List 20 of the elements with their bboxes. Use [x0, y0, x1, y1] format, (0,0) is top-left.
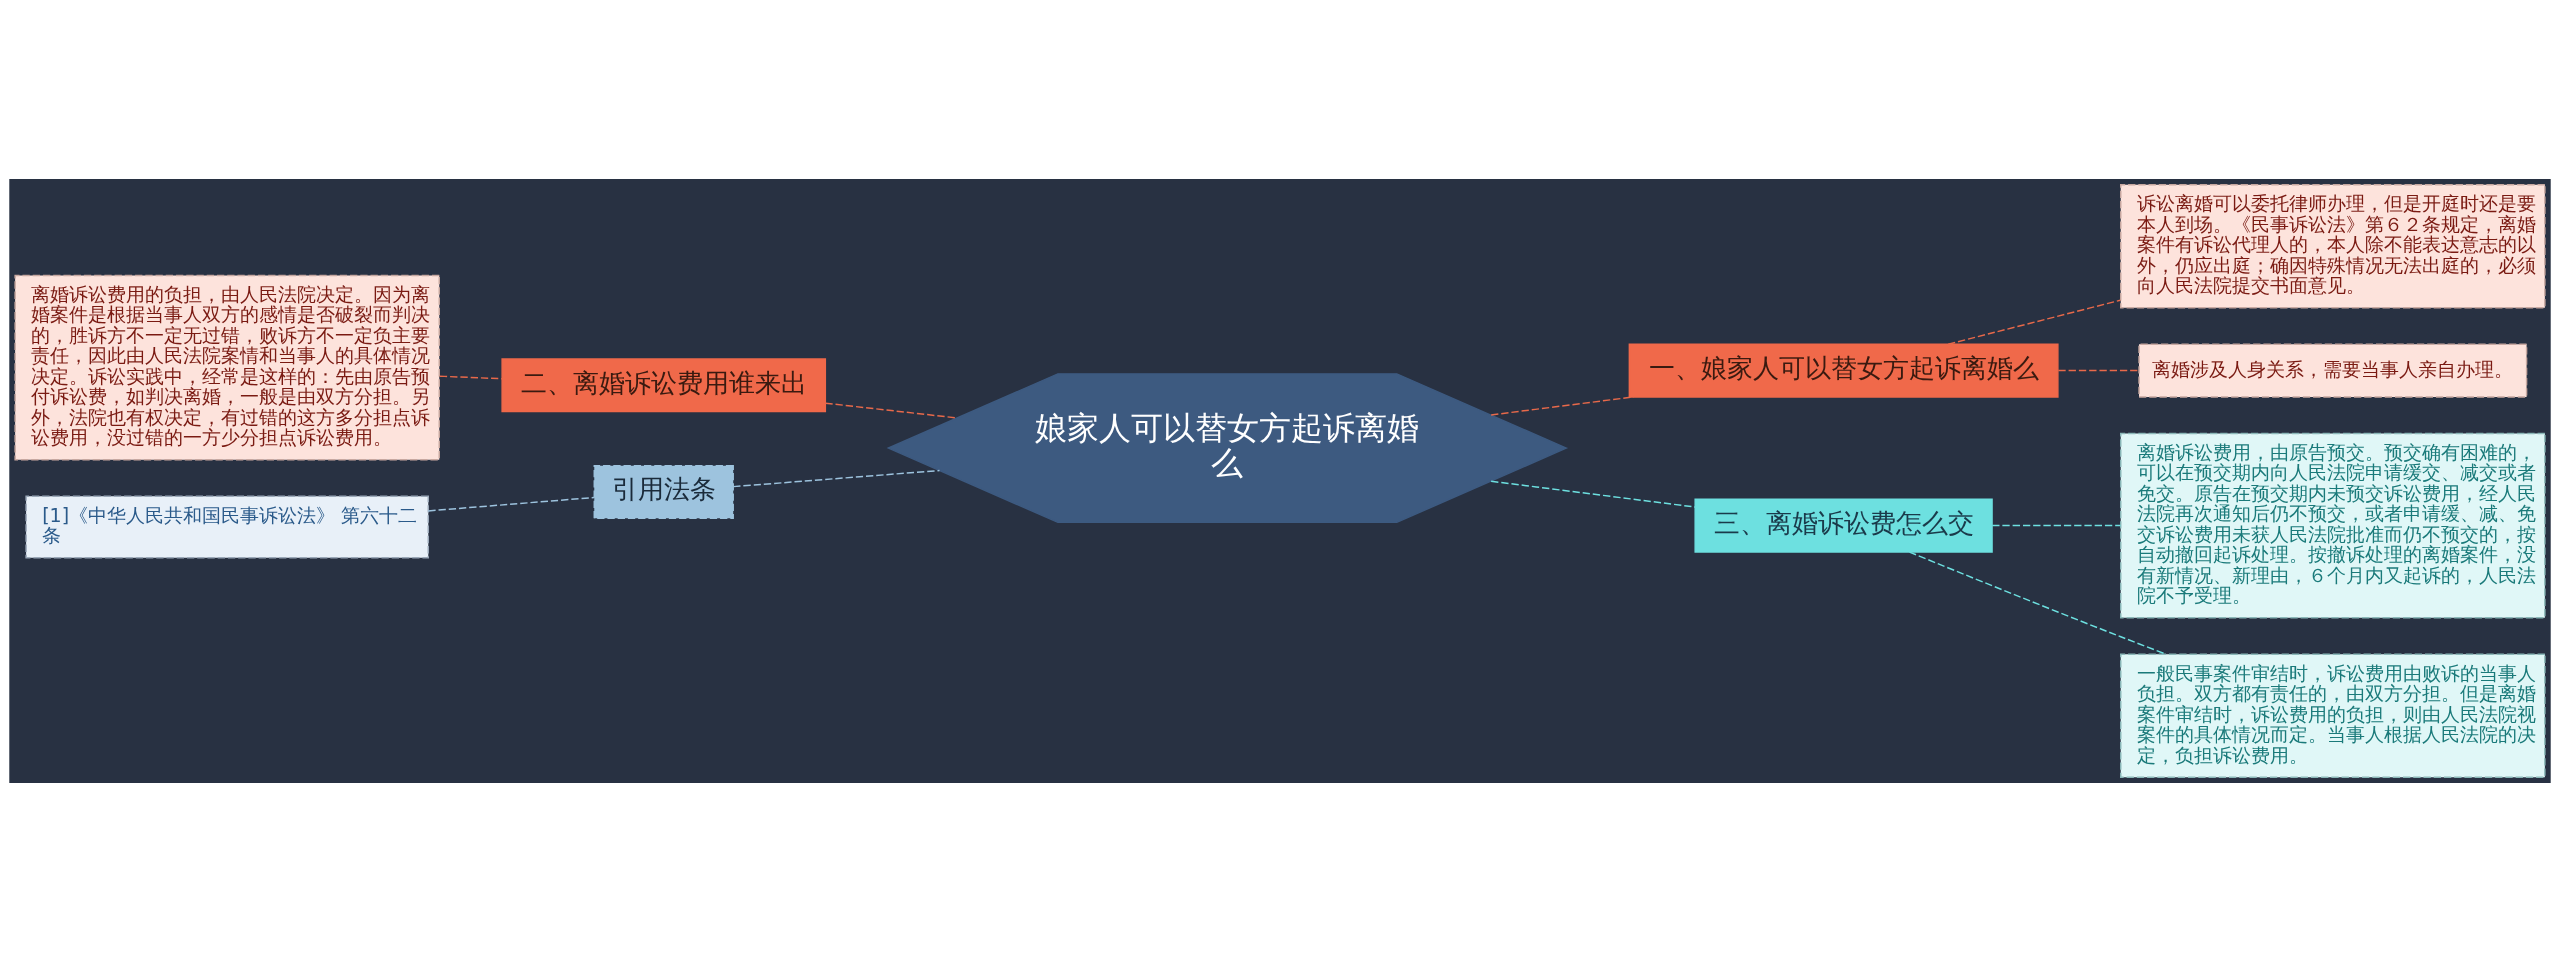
connector [1947, 299, 2121, 345]
node-box: 离婚诉讼费用，由原告预交。预交确有困难的，可以在预交期内向人民法院申请缓交、减交或者免交。原告在预交期内未预交诉讼费用，经人民法院再次通知后仍不预交，或者申请缓、减、免交诉讼费用未获人民法院批准而仍不预交的，按自动撤回起诉处理。按撤诉处理的离婚案件，没有新情况、新理由，６个月内又起诉的，人民法院不予受理。 [2120, 432, 2546, 618]
connector [732, 469, 941, 487]
node-box: 引用法条 [593, 464, 734, 519]
node-box: 三、离婚诉讼费怎么交 [1694, 498, 1993, 553]
node-box: 一般民事案件审结时，诉讼费用由败诉的当事人负担。双方都有责任的，由双方分担。但是离婚案件审结时，诉讼费用的负担，则由人民法院视案件的具体情况而定。当事人根据人民法院的决定，负担诉讼费用。 [2120, 653, 2546, 778]
connector [1490, 395, 1635, 416]
node-box: 二、离婚诉讼费用谁来出 [501, 357, 827, 412]
node-box: 诉讼离婚可以委托律师办理，但是开庭时还是要本人到场。《民事诉讼法》第６２条规定，离婚案件有诉讼代理人的，本人除不能表达意志的以外，仍应出庭；确因特殊情况无法出庭的，必须向人民法院提交书面意见。 [2120, 183, 2546, 308]
node-box: 一、娘家人可以替女方起诉离婚么 [1628, 343, 2059, 398]
connector [1991, 524, 2122, 526]
connector [1908, 550, 2167, 655]
connector [2057, 369, 2140, 371]
node-box: 离婚涉及人身关系，需要当事人亲自办理。 [2138, 343, 2528, 398]
connector [1490, 480, 1696, 508]
connector [824, 401, 958, 419]
node-box: [1]《中华人民共和国民事诉讼法》 第六十二条 [25, 495, 429, 558]
node-box: 离婚诉讼费用的负担，由人民法院决定。因为离婚案件是根据当事人双方的感情是否破裂而判决的，胜诉方不一定无过错，败诉方不一定负主要责任，因此由人民法院案情和当事人的具体情况决定。诉讼实践中，经常是这样的：先由原告预付诉讼费，如判决离婚，一般是由双方分担。另外，法院也有权决定，有过错的这方多分担点诉讼费用，没过错的一方少分担点诉讼费用。 [14, 274, 440, 461]
connector [427, 496, 595, 512]
connector [439, 374, 503, 379]
